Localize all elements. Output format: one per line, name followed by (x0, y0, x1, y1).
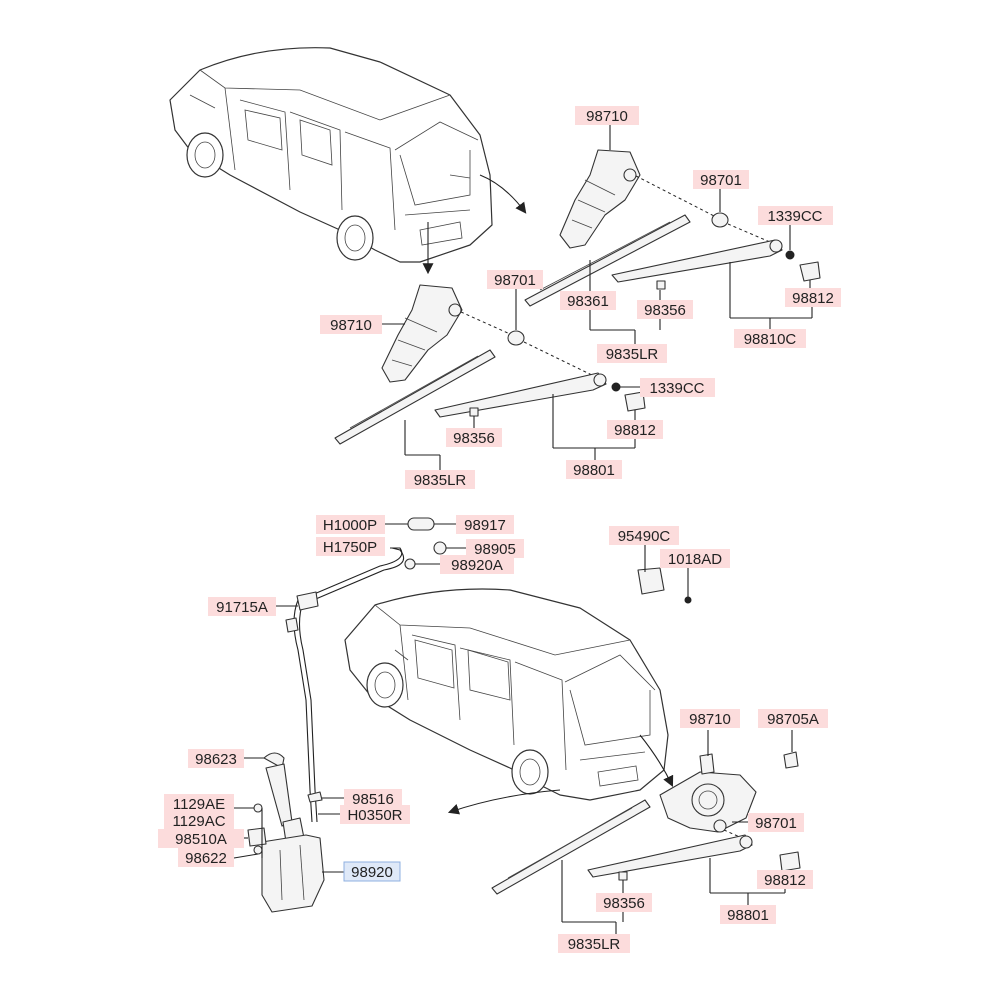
svg-text:98356: 98356 (603, 895, 645, 912)
svg-text:98710: 98710 (689, 711, 731, 728)
label-top-blade[interactable]: 98361 (560, 291, 616, 310)
label-nozzle[interactable]: 98917 (456, 515, 514, 534)
label-mid-arm[interactable]: 98801 (566, 460, 622, 479)
svg-text:1018AD: 1018AD (668, 551, 722, 568)
reservoir-assembly (233, 752, 344, 913)
svg-text:98622: 98622 (185, 850, 227, 867)
label-top-motor[interactable]: 98710 (575, 106, 639, 125)
label-top-blade-assy[interactable]: 9835LR (597, 344, 667, 363)
wiper-motor-rear (659, 730, 799, 839)
svg-text:98920: 98920 (351, 864, 393, 881)
label-check-valve[interactable]: 98516 (344, 789, 402, 808)
svg-text:1129AE: 1129AE (173, 796, 225, 813)
label-rear-clip[interactable]: 98356 (596, 893, 652, 912)
svg-text:98920A: 98920A (451, 557, 503, 574)
wiper-motor-top (559, 149, 719, 249)
svg-text:H1750P: H1750P (323, 539, 377, 556)
label-top-clip[interactable]: 98356 (637, 300, 693, 319)
svg-text:98812: 98812 (792, 290, 834, 307)
label-mid-motor[interactable]: 98710 (320, 315, 382, 334)
svg-text:1339CC: 1339CC (649, 380, 704, 397)
svg-text:1129AC: 1129AC (172, 813, 225, 830)
svg-text:H1000P: H1000P (323, 517, 377, 534)
label-nozzle-joint[interactable]: 98920A (440, 555, 514, 574)
svg-text:98701: 98701 (494, 272, 536, 289)
label-rear-grommet[interactable]: 98705A (758, 709, 828, 728)
svg-text:98710: 98710 (330, 317, 372, 334)
label-bolt-ae[interactable]: 1129AE (164, 794, 234, 813)
label-grommet[interactable]: 98622 (178, 848, 234, 867)
relay-part (637, 545, 692, 604)
label-top-arm[interactable]: 98810C (734, 329, 806, 348)
label-rear-arm[interactable]: 98801 (720, 905, 776, 924)
nozzle-parts (276, 517, 466, 607)
svg-text:1339CC: 1339CC (767, 208, 822, 225)
blade-rear (491, 799, 651, 895)
label-rear-cover[interactable]: 98812 (757, 870, 813, 889)
label-mid-cap[interactable]: 98701 (487, 270, 543, 289)
svg-text:98917: 98917 (464, 517, 506, 534)
svg-text:98516: 98516 (352, 791, 394, 808)
svg-text:98510A: 98510A (175, 831, 227, 848)
arm-top (611, 239, 821, 290)
svg-text:9835LR: 9835LR (414, 472, 467, 489)
svg-text:9835LR: 9835LR (606, 346, 659, 363)
svg-text:9835LR: 9835LR (568, 936, 621, 953)
label-mid-blade-assy[interactable]: 9835LR (405, 470, 475, 489)
label-rear-cap[interactable]: 98701 (748, 813, 804, 832)
svg-text:98356: 98356 (453, 430, 495, 447)
label-mid-clip[interactable]: 98356 (446, 428, 502, 447)
label-rear-blade-assy[interactable]: 9835LR (558, 934, 630, 953)
svg-text:98801: 98801 (727, 907, 769, 924)
label-hose-b[interactable]: H1750P (316, 537, 385, 556)
svg-text:98623: 98623 (195, 751, 237, 768)
label-bolt-ac[interactable]: 1129AC (164, 811, 234, 830)
svg-text:98812: 98812 (614, 422, 656, 439)
svg-text:98801: 98801 (573, 462, 615, 479)
blade-top (524, 214, 691, 307)
label-mid-cover[interactable]: 98812 (607, 420, 663, 439)
label-nozzle-cap[interactable]: 98905 (466, 539, 524, 558)
label-top-nut[interactable]: 1339CC (758, 206, 833, 225)
cap-mid (507, 330, 599, 379)
arm-mid (434, 372, 646, 418)
label-bolt[interactable]: 1018AD (660, 549, 730, 568)
label-connector[interactable]: 91715A (208, 597, 276, 616)
svg-text:98905: 98905 (474, 541, 516, 558)
label-top-cap[interactable]: 98701 (693, 170, 749, 189)
svg-text:98812: 98812 (764, 872, 806, 889)
svg-text:95490C: 95490C (618, 528, 671, 545)
label-pump[interactable]: 98510A (158, 829, 244, 848)
part-labels: 98710 98701 1339CC 98361 98356 98812 983… (158, 106, 841, 953)
label-hose-a[interactable]: H1000P (316, 515, 385, 534)
svg-text:98701: 98701 (755, 815, 797, 832)
label-relay[interactable]: 95490C (609, 526, 679, 545)
svg-text:98710: 98710 (586, 108, 628, 125)
cap-top (711, 212, 771, 243)
leaders-mid (404, 289, 640, 470)
label-hose-c[interactable]: H0350R (340, 805, 410, 824)
svg-text:98701: 98701 (700, 172, 742, 189)
svg-text:H0350R: H0350R (347, 807, 402, 824)
svg-text:98356: 98356 (644, 302, 686, 319)
svg-text:98361: 98361 (567, 293, 609, 310)
van-illustration-bottom (344, 588, 674, 815)
label-mid-nut[interactable]: 1339CC (640, 378, 715, 397)
blade-mid (334, 349, 496, 445)
label-filler-cap[interactable]: 98623 (188, 749, 244, 768)
arm-rear (587, 834, 801, 881)
svg-text:98810C: 98810C (744, 331, 797, 348)
label-top-cover[interactable]: 98812 (785, 288, 841, 307)
van-illustration-top (169, 47, 527, 275)
label-rear-motor[interactable]: 98710 (680, 709, 740, 728)
svg-text:98705A: 98705A (767, 711, 819, 728)
wiper-motor-mid (381, 284, 511, 383)
svg-text:91715A: 91715A (216, 599, 268, 616)
label-reservoir[interactable]: 98920 (343, 861, 401, 882)
